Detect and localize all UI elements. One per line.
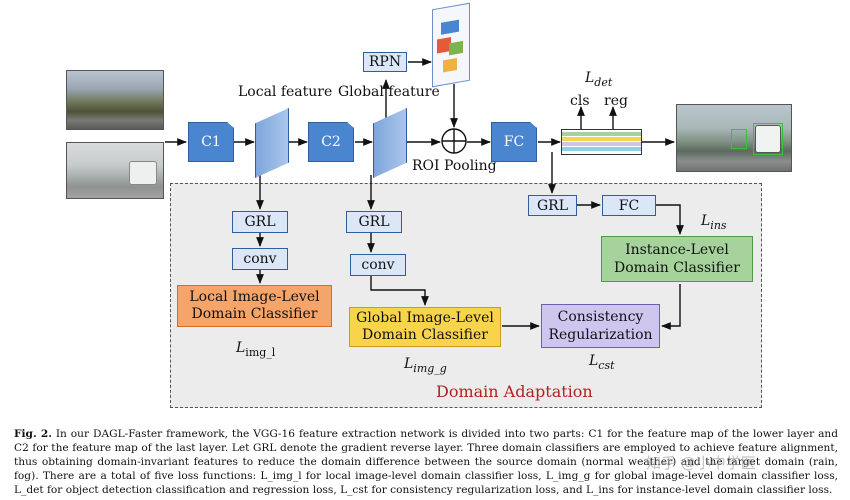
watermark: 知乎 @小中学医: [646, 454, 756, 472]
region-proposals-icon: [432, 2, 470, 88]
reg-label: reg: [604, 93, 628, 109]
conv-global: conv: [350, 254, 406, 276]
l-img-g-label: Limg_g: [404, 356, 447, 375]
fc-main-block: FC: [491, 122, 537, 162]
l-img-l-label: Limg_l: [236, 340, 276, 359]
fc-instance: FC: [602, 195, 656, 216]
target-domain-image: [66, 142, 164, 199]
caption-text: In our DAGL-Faster framework, the VGG-16…: [14, 428, 838, 496]
grl-global: GRL: [346, 211, 402, 233]
rpn-block: RPN: [363, 52, 407, 72]
detection-feature-vector: [561, 129, 642, 155]
grl-local: GRL: [232, 211, 288, 233]
caption-figure-label: Fig. 2.: [14, 428, 52, 440]
instance-level-classifier: Instance-Level Domain Classifier: [601, 236, 753, 282]
l-det-subscript: det: [594, 75, 613, 89]
l-ins-label: Lins: [701, 213, 727, 232]
source-domain-image: [66, 70, 164, 130]
l-cst-subscript: cst: [598, 358, 615, 372]
figure-caption: Fig. 2. In our DAGL-Faster framework, th…: [14, 427, 838, 497]
conv-local: conv: [232, 248, 288, 270]
global-feature-label: Global feature: [338, 84, 440, 100]
l-img-l-subscript: img_l: [245, 345, 276, 359]
domain-adaptation-title: Domain Adaptation: [436, 382, 593, 401]
roi-pooling-label: ROI Pooling: [412, 158, 497, 174]
cls-label: cls: [570, 93, 590, 109]
l-ins-subscript: ins: [710, 218, 727, 232]
local-image-level-classifier: Local Image-Level Domain Classifier: [177, 285, 332, 327]
local-feature-label: Local feature: [238, 84, 333, 100]
grl-instance: GRL: [528, 195, 577, 216]
output-detection-image: [676, 104, 792, 172]
l-det-label: Ldet: [585, 70, 613, 89]
l-cst-label: Lcst: [589, 353, 615, 372]
c1-block: C1: [188, 122, 234, 162]
global-image-level-classifier: Global Image-Level Domain Classifier: [349, 307, 501, 347]
consistency-regularization: Consistency Regularization: [541, 304, 660, 348]
l-img-g-subscript: img_g: [413, 361, 447, 375]
c2-block: C2: [308, 122, 354, 162]
